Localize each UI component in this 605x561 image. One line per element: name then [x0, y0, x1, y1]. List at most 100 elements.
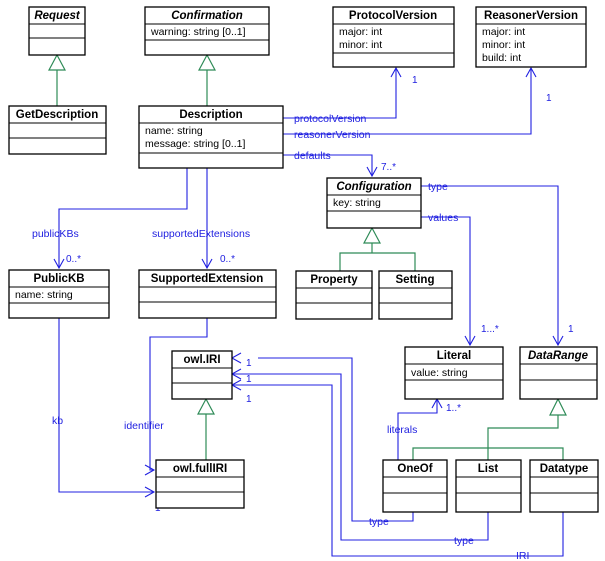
class-name: SupportedExtension: [151, 273, 263, 285]
class-attribute: minor: int: [482, 39, 525, 51]
class-attribute: minor: int: [339, 39, 382, 51]
arrowhead: [230, 352, 242, 364]
multiplicity-oneof-type: 1: [246, 358, 252, 369]
class-supportedextension[interactable]: SupportedExtension: [138, 269, 277, 319]
class-name: Datatype: [540, 463, 589, 475]
arrowhead: [144, 486, 156, 498]
association-configuration-type-line: [421, 185, 559, 345]
class-datarange[interactable]: DataRange: [519, 346, 598, 400]
multiplicity-supportedextensions: 0..*: [220, 254, 235, 265]
class-name: OneOf: [397, 463, 432, 475]
class-boxes: Request Confirmation warning: string [0.…: [8, 6, 599, 513]
multiplicity-reasonerversion: 1: [546, 93, 552, 104]
arrowhead: [53, 258, 65, 270]
association-datatype-iri-line: [232, 384, 564, 557]
association-literals-line: [397, 399, 438, 460]
class-name: Description: [179, 109, 242, 121]
class-name: ReasonerVersion: [484, 10, 578, 22]
multiplicity-publickbs: 0..*: [66, 254, 81, 265]
role-list-type: type: [454, 535, 474, 547]
arrowhead: [552, 335, 564, 347]
class-name: Setting: [396, 274, 435, 286]
generalization-oneof-list: [412, 447, 489, 460]
class-attribute: name: string: [145, 125, 203, 137]
class-getdescription[interactable]: GetDescription: [8, 105, 107, 155]
role-publickbs: publicKBs: [32, 228, 79, 240]
association-oneof-type-line: [258, 357, 414, 522]
class-description[interactable]: Description name: string message: string…: [138, 105, 284, 169]
association-labels: protocolVersion 1 reasonerVersion 1 defa…: [32, 75, 574, 561]
multiplicity-configuration-values: 1...*: [481, 324, 499, 335]
association-protocolversion-line: [283, 68, 397, 119]
class-name: Request: [34, 10, 81, 22]
class-name: GetDescription: [16, 109, 98, 121]
class-name: Configuration: [336, 181, 411, 193]
arrowhead: [201, 258, 213, 270]
class-publickb[interactable]: PublicKB name: string: [8, 269, 110, 319]
arrowhead: [144, 464, 156, 476]
class-reasonerversion[interactable]: ReasonerVersion major: int minor: int bu…: [475, 6, 587, 68]
class-protocolversion[interactable]: ProtocolVersion major: int minor: int: [332, 6, 455, 68]
generalization-arrowhead: [363, 226, 381, 244]
class-property[interactable]: Property: [295, 270, 373, 320]
class-attribute: message: string [0..1]: [145, 138, 245, 150]
class-name: owl.IRI: [183, 354, 220, 366]
class-confirmation[interactable]: Confirmation warning: string [0..1]: [144, 6, 270, 56]
class-oneof[interactable]: OneOf: [382, 459, 448, 513]
class-request[interactable]: Request: [28, 6, 86, 56]
multiplicity-literals: 1..*: [446, 403, 461, 414]
class-list[interactable]: List: [455, 459, 522, 513]
class-name: Confirmation: [171, 10, 243, 22]
class-owl-iri[interactable]: owl.IRI: [171, 350, 233, 400]
multiplicity-datatype-iri: 1: [246, 394, 252, 405]
class-name: ProtocolVersion: [349, 10, 437, 22]
class-attribute: build: int: [482, 52, 521, 64]
class-name: PublicKB: [33, 273, 84, 285]
class-name: DataRange: [528, 350, 589, 362]
role-oneof-type: type: [369, 516, 389, 528]
arrowhead: [464, 335, 476, 347]
role-configuration-values: values: [428, 212, 458, 224]
role-protocolversion: protocolVersion: [294, 113, 367, 125]
class-name: Literal: [437, 350, 472, 362]
arrowhead: [525, 66, 537, 78]
role-supportedextensions: supportedExtensions: [152, 228, 250, 240]
generalization-arrowhead: [549, 397, 567, 416]
generalization-lines: [48, 53, 567, 460]
association-configuration-values-line: [421, 216, 471, 345]
generalization-arrowhead: [48, 53, 66, 71]
class-configuration[interactable]: Configuration key: string: [326, 177, 422, 229]
association-reasonerversion-line: [283, 68, 532, 135]
role-datatype-iri: IRI: [516, 550, 529, 561]
class-literal[interactable]: Literal value: string: [404, 346, 504, 400]
class-name: Property: [310, 274, 358, 286]
association-kb-line: [58, 318, 154, 493]
class-name: owl.fullIRI: [173, 463, 227, 475]
association-identifier-line: [149, 318, 208, 471]
association-defaults-line: [283, 154, 373, 175]
class-datatype[interactable]: Datatype: [529, 459, 599, 513]
class-owl-fulliri[interactable]: owl.fullIRI: [155, 459, 245, 509]
class-name: List: [478, 463, 499, 475]
generalization-arrowhead: [197, 397, 215, 415]
association-publickbs-line: [58, 168, 188, 268]
role-literals: literals: [387, 424, 417, 436]
generalization-property-setting-configuration: [339, 252, 416, 271]
generalization-arrowhead: [198, 53, 216, 71]
multiplicity-protocolversion: 1: [412, 75, 418, 86]
arrowhead: [390, 66, 402, 78]
class-attribute: key: string: [333, 197, 381, 209]
association-lines: [53, 66, 564, 557]
generalization-datatype: [488, 447, 564, 460]
class-attribute: warning: string [0..1]: [150, 26, 246, 38]
role-defaults: defaults: [294, 150, 331, 162]
class-attribute: value: string: [411, 367, 468, 379]
role-identifier: identifier: [124, 420, 164, 432]
arrowhead: [366, 166, 378, 178]
class-attribute: major: int: [482, 26, 525, 38]
class-setting[interactable]: Setting: [378, 270, 453, 320]
multiplicity-defaults: 7..*: [381, 162, 396, 173]
role-reasonerversion: reasonerVersion: [294, 129, 371, 141]
role-kb: kb: [52, 415, 63, 427]
